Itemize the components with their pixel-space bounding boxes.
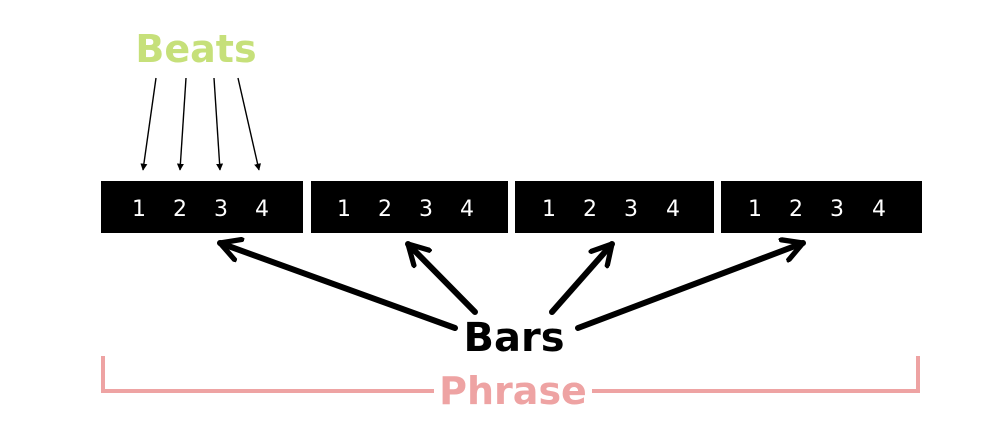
beat-number: 1: [337, 197, 351, 222]
beat-arrow-4: [237, 77, 262, 171]
bars-label: Bars: [463, 315, 564, 361]
bar-arrow-4: [575, 243, 806, 331]
beat-number: 3: [419, 197, 433, 222]
bar-box: [515, 181, 714, 233]
bar-box: [101, 181, 303, 233]
bar-arrows: [217, 241, 806, 331]
bar-box: [721, 181, 922, 233]
beat-number: 4: [872, 197, 886, 222]
bar-box: [311, 181, 508, 233]
beat-number: 1: [132, 197, 146, 222]
beat-number: 3: [624, 197, 638, 222]
bar-1: 1 2 3 4: [101, 181, 303, 233]
bar-4: 1 2 3 4: [721, 181, 922, 233]
phrase-bracket: [101, 356, 920, 393]
beat-number: 4: [255, 197, 269, 222]
beat-arrows: [140, 77, 262, 171]
beat-arrow-3: [213, 77, 224, 171]
beat-number: 2: [583, 197, 597, 222]
beat-arrow-1: [140, 77, 157, 171]
bar-2: 1 2 3 4: [311, 181, 508, 233]
beat-number: 1: [542, 197, 556, 222]
beats-label: Beats: [135, 27, 256, 71]
beat-number: 3: [830, 197, 844, 222]
beat-number: 3: [214, 197, 228, 222]
bar-arrow-1: [217, 243, 458, 331]
phrase-label: Phrase: [439, 369, 587, 413]
bar-arrow-3: [549, 241, 615, 315]
bar-arrow-2: [405, 241, 478, 315]
beat-number: 2: [789, 197, 803, 222]
beat-number: 2: [173, 197, 187, 222]
beat-number: 4: [666, 197, 680, 222]
beat-arrow-2: [176, 77, 187, 171]
beat-number: 1: [748, 197, 762, 222]
beat-number: 2: [378, 197, 392, 222]
beat-number: 4: [460, 197, 474, 222]
bar-3: 1 2 3 4: [515, 181, 714, 233]
